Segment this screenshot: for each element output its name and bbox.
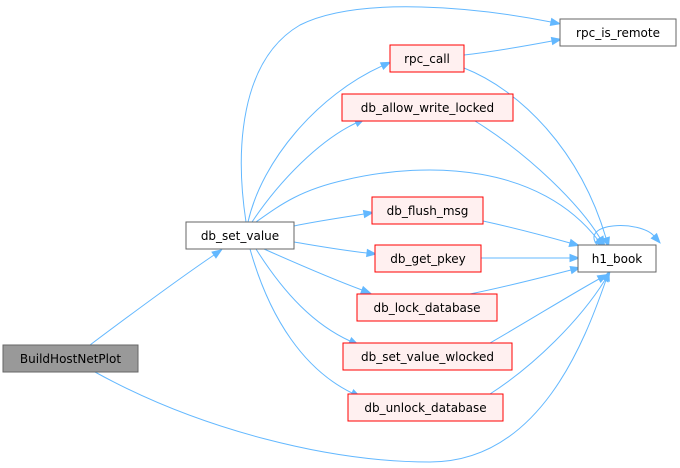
node-label-build-host-net-plot: BuildHostNetPlot: [20, 352, 121, 366]
edge-line: [482, 220, 571, 244]
edge-arrowhead: [650, 232, 661, 244]
node-build-host-net-plot[interactable]: BuildHostNetPlot: [2, 344, 139, 373]
edge-rpc-call-to-rpc-is-remote: [463, 36, 563, 56]
edge-line: [293, 213, 365, 227]
edge-line: [489, 279, 606, 395]
node-label-db-lock-database: db_lock_database: [373, 301, 480, 315]
edge-line: [469, 269, 572, 295]
edge-db-set-value-to-rpc-is-remote: [240, 6, 562, 223]
node-label-db-flush-msg: db_flush_msg: [387, 204, 469, 218]
edge-db-get-pkey-to-h1-book: [480, 253, 581, 263]
node-db-get-pkey[interactable]: db_get_pkey: [374, 244, 482, 273]
edge-line: [94, 279, 607, 463]
edge-arrowhead: [569, 253, 581, 263]
node-rpc-is-remote[interactable]: rpc_is_remote: [559, 18, 677, 47]
edge-db-set-value-to-db-get-pkey: [293, 241, 378, 258]
edge-db-set-value-wlocked-to-h1-book: [489, 273, 609, 344]
node-db-set-value-wlocked[interactable]: db_set_value_wlocked: [342, 342, 513, 371]
node-label-db-allow-write-locked: db_allow_write_locked: [361, 101, 494, 115]
edge-arrowhead: [550, 36, 563, 46]
edge-db-set-value-to-db-lock-database: [263, 248, 372, 294]
edge-line: [489, 278, 600, 344]
edge-db-allow-write-locked-to-h1-book: [474, 120, 606, 247]
edge-h1-book-to-h1-book: [593, 225, 661, 246]
edge-line: [474, 120, 601, 239]
edge-arrowhead: [549, 17, 562, 27]
node-db-flush-msg[interactable]: db_flush_msg: [371, 196, 484, 225]
node-label-db-get-pkey: db_get_pkey: [390, 252, 466, 266]
edge-line: [293, 241, 368, 254]
edge-line: [240, 6, 552, 223]
edge-arrowhead: [601, 236, 610, 248]
edge-line: [255, 169, 599, 241]
edge-arrowhead: [568, 238, 580, 247]
node-db-lock-database[interactable]: db_lock_database: [356, 293, 498, 322]
edge-db-unlock-database-to-h1-book: [489, 271, 611, 395]
edge-rpc-call-to-h1-book: [463, 67, 610, 248]
edge-db-set-value-to-db-flush-msg: [293, 209, 375, 227]
node-label-db-unlock-database: db_unlock_database: [364, 401, 486, 415]
node-db-set-value[interactable]: db_set_value: [185, 221, 295, 250]
edge-arrowhead: [360, 285, 372, 294]
edge-arrowhead: [211, 249, 223, 259]
edge-line: [247, 65, 383, 223]
edge-build-host-net-plot-to-db-set-value: [89, 249, 223, 346]
node-label-db-set-value-wlocked: db_set_value_wlocked: [361, 350, 494, 364]
edge-arrowhead: [362, 209, 375, 219]
edges-layer: [89, 6, 661, 463]
edge-db-flush-msg-to-h1-book: [482, 220, 580, 247]
edge-arrowhead: [366, 248, 378, 258]
node-label-h1-book: h1_book: [592, 252, 643, 266]
node-db-allow-write-locked[interactable]: db_allow_write_locked: [341, 93, 514, 122]
edge-line: [251, 122, 357, 223]
edge-db-lock-database-to-h1-book: [469, 266, 582, 295]
edge-db-set-value-to-db-unlock-database: [249, 248, 362, 398]
edge-db-set-value-to-db-set-value-wlocked: [255, 248, 360, 346]
node-h1-book[interactable]: h1_book: [577, 244, 657, 273]
edge-arrowhead: [601, 271, 611, 283]
node-label-rpc-call: rpc_call: [404, 52, 450, 66]
nodes-layer: BuildHostNetPlot db_set_value rpc_call r…: [2, 18, 677, 422]
edge-db-set-value-to-rpc-call: [247, 61, 392, 223]
edge-line: [463, 67, 607, 239]
edge-line: [249, 248, 353, 394]
edge-line: [263, 248, 363, 291]
edge-arrowhead: [569, 266, 582, 275]
node-label-rpc-is-remote: rpc_is_remote: [576, 26, 660, 40]
edge-line: [593, 225, 655, 246]
node-rpc-call[interactable]: rpc_call: [389, 44, 465, 73]
node-db-unlock-database[interactable]: db_unlock_database: [347, 393, 504, 422]
edge-line: [463, 40, 553, 56]
edge-arrowhead: [596, 235, 606, 247]
edge-arrowhead: [379, 61, 392, 71]
node-label-db-set-value: db_set_value: [201, 229, 279, 243]
edge-line: [255, 248, 351, 342]
edge-line: [89, 254, 215, 346]
